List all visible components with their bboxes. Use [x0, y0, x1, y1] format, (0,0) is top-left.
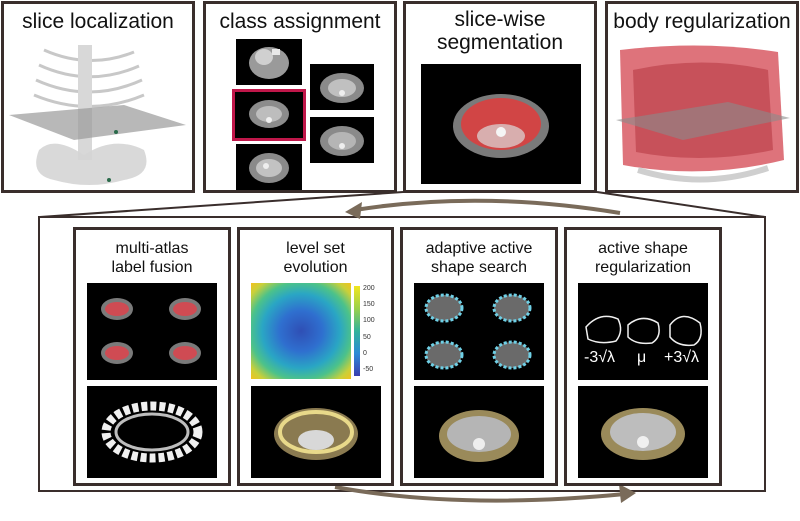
selected-class-highlight: [232, 89, 306, 141]
panel-title-line2: segmentation: [436, 31, 564, 54]
panel-class-assignment: class assignment: [203, 1, 397, 193]
atlas-grid-image: [87, 283, 217, 380]
shape-mode-minus-label: -3√λ: [584, 349, 616, 366]
subpanel-adaptive-shape-search: adaptive active shape search: [400, 227, 558, 486]
ct-thumbnail: [236, 144, 302, 190]
fused-label-image: [87, 386, 217, 478]
ct-thumbnail: [236, 39, 302, 85]
colorbar-tick: 50: [363, 334, 371, 341]
subpanel-active-shape-regularization: active shape regularization -3√λ μ +3√λ: [564, 227, 722, 486]
subpanel-title-line1: level set: [286, 240, 345, 257]
colorbar-tick: -50: [363, 366, 374, 373]
regularized-result-image: [578, 386, 708, 478]
panel-title: slice localization: [22, 10, 174, 33]
panel-slicewise-segmentation: slice-wise segmentation: [403, 1, 597, 193]
subpanel-title-line2: regularization: [594, 259, 692, 276]
panel-title-line1: slice-wise: [454, 8, 546, 31]
body-render-image: [616, 45, 790, 183]
subpanel-title-line1: adaptive active: [425, 240, 533, 257]
panel-title: class assignment: [219, 10, 381, 33]
subpanel-title-line1: multi-atlas: [115, 240, 189, 257]
colorbar-tick: 100: [363, 317, 375, 324]
subpanel-title-line2: label fusion: [111, 259, 193, 276]
colorbar: [354, 286, 360, 376]
colorbar-tick: 0: [363, 350, 367, 357]
shape-search-result-image: [414, 386, 544, 478]
panel-slice-localization: slice localization: [1, 1, 195, 193]
skeleton-render-image: [9, 44, 186, 185]
ct-thumbnail: [310, 64, 374, 110]
shape-modes-image: -3√λ μ +3√λ: [578, 283, 708, 380]
subpanel-multi-atlas: multi-atlas label fusion: [73, 227, 231, 486]
subpanel-title-line1: active shape: [598, 240, 688, 257]
segmentation-image: [421, 64, 581, 184]
subpanel-title-line2: evolution: [283, 259, 348, 276]
panel-body-regularization: body regularization: [605, 1, 799, 193]
shape-mode-mean-label: μ: [637, 349, 647, 366]
level-set-map: [251, 283, 351, 379]
level-set-result-image: [251, 386, 381, 478]
colorbar-tick: 150: [363, 301, 375, 308]
ct-thumbnail: [310, 117, 374, 163]
subpanel-level-set: level set evolution 200 150 100 50 0 -50: [237, 227, 394, 486]
colorbar-tick: 200: [363, 285, 375, 292]
shape-mode-plus-label: +3√λ: [664, 349, 700, 366]
shape-search-grid-image: [414, 283, 544, 380]
panel-title: body regularization: [613, 10, 791, 33]
subpanel-title-line2: shape search: [430, 259, 528, 276]
